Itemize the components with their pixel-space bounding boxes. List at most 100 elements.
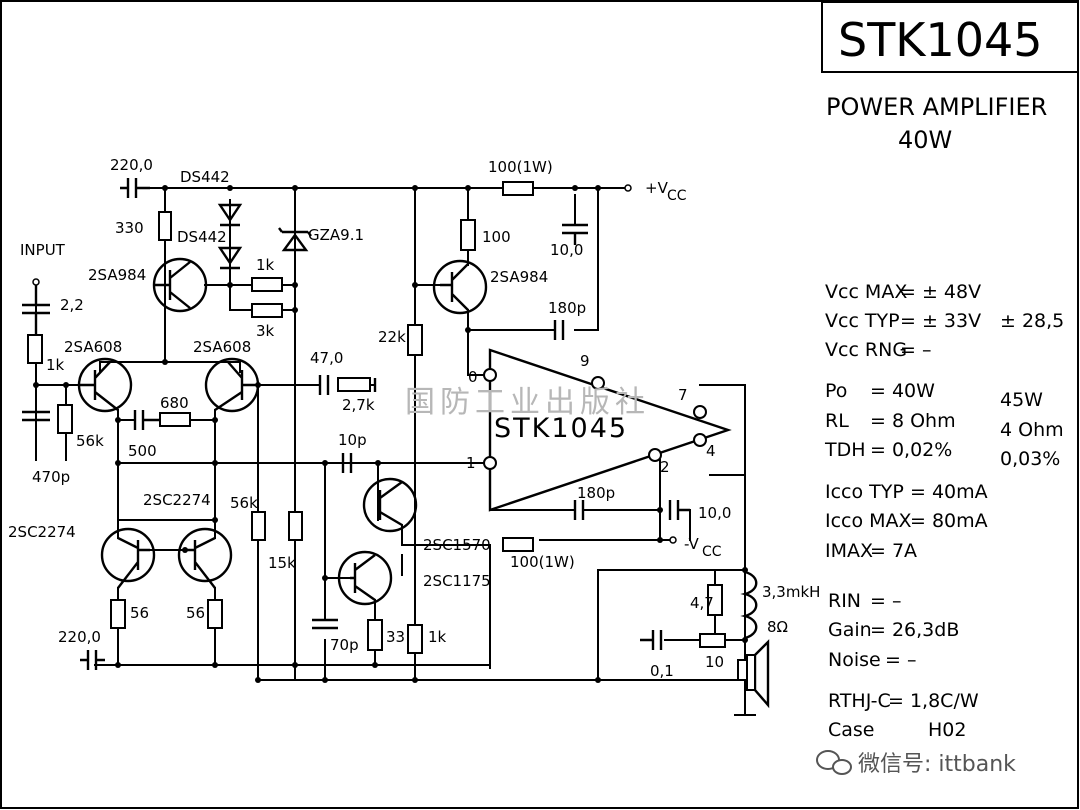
r-47-label: 4,7 — [690, 594, 714, 612]
vcc-neg-sub: CC — [702, 544, 722, 560]
vcc-neg-label: -V — [684, 535, 700, 553]
d1-label: DS442 — [180, 168, 230, 186]
speaker-coil — [746, 654, 756, 691]
r-56k-label: 56k — [76, 432, 104, 450]
stk1045-chip-body — [488, 348, 732, 512]
c-180p-bottom-label: 180p — [577, 484, 615, 502]
r-3k-label: 3k — [256, 322, 275, 340]
spec-vcc-rng: Vcc RNG — [825, 339, 907, 361]
transistor-2sa608-right — [204, 357, 260, 413]
spec-icco-typ-value: = 40mA — [910, 481, 988, 503]
c-180p-top-label: 180p — [548, 299, 586, 317]
spec-case: Case — [828, 719, 875, 741]
q-2sa984-left-label: 2SA984 — [88, 266, 146, 284]
l-33mkh-label: 3,3mkH — [762, 583, 820, 601]
spec-tdh: TDH — [824, 439, 866, 461]
spec-imax: IMAX — [825, 540, 873, 562]
r-1k-mid-label: 1k — [256, 256, 275, 274]
spec-icco-max-value: = 80mA — [910, 510, 988, 532]
pin-9-label: 9 — [580, 352, 590, 370]
spec-vcc-typ: Vcc TYP — [825, 310, 900, 332]
subtitle-line2: 40W — [898, 126, 952, 154]
r-27k-label: 2,7k — [342, 396, 375, 414]
pin-0-label: 0 — [468, 368, 478, 386]
r-100-label: 100 — [482, 228, 511, 246]
wechat-icon-small — [832, 759, 852, 775]
q-2sc2274-left-label: 2SC2274 — [8, 523, 76, 541]
r-330-label: 330 — [115, 219, 144, 237]
wechat-label: 微信号: ittbank — [858, 752, 1016, 777]
spec-vcc-max-value: = ± 48V — [900, 281, 981, 303]
transistor-2sa984-left — [152, 257, 208, 313]
c-220-bottom-label: 220,0 — [58, 628, 101, 646]
spec-tdh-value: = 0,02% — [870, 439, 952, 461]
inductor-3-3mkh — [740, 570, 758, 640]
r-56k-lower-label: 56k — [230, 494, 258, 512]
vcc-pos-terminal — [624, 184, 632, 192]
spec-po-alt: 45W — [1000, 389, 1043, 411]
input-terminal — [32, 278, 40, 286]
d2-label: DS442 — [177, 228, 227, 246]
r-10-label: 10 — [705, 653, 724, 671]
spec-vcc-typ-alt: ± 28,5 — [1000, 310, 1064, 332]
spec-vcc-max: Vcc MAX — [825, 281, 907, 303]
transistor-2sc2274-left — [100, 527, 156, 589]
spec-vcc-typ-value: = ± 33V — [900, 310, 981, 332]
component-labels: INPUT 2,2 1k 56k 470p 220,0 330 DS442 DS… — [8, 156, 820, 680]
pin-7-label: 7 — [678, 386, 688, 404]
spec-icco-typ: Icco TYP — [825, 481, 904, 503]
spec-rl-alt: 4 Ohm — [1000, 419, 1064, 441]
chip-label: STK1045 — [494, 413, 628, 444]
r-15k-label: 15k — [268, 554, 296, 572]
vcc-pos-label: +V — [645, 179, 669, 197]
c-10-right-label: 10,0 — [698, 504, 731, 522]
speaker-8ohm — [753, 639, 770, 709]
q-2sc1570-label: 2SC1570 — [423, 536, 491, 554]
spec-case-value: H02 — [928, 719, 966, 741]
r-33-label: 33 — [386, 628, 405, 646]
spec-list: Vcc MAX = ± 48V Vcc TYP = ± 33V ± 28,5 V… — [824, 281, 1064, 741]
spk-label: 8Ω — [767, 618, 788, 636]
r-56-right-label: 56 — [186, 604, 205, 622]
vcc-pos-sub: CC — [667, 188, 687, 204]
transistor-2sa984-right — [432, 259, 488, 315]
r-1k-low-label: 1k — [428, 628, 447, 646]
spec-rin: RIN — [828, 590, 861, 612]
transistor-2sc1570 — [362, 477, 418, 533]
spec-po-value: = 40W — [870, 380, 935, 402]
c-01-label: 0,1 — [650, 662, 674, 680]
spec-po: Po — [825, 380, 847, 402]
r-100-1w-top-label: 100(1W) — [488, 158, 553, 176]
wechat-badge: 微信号: ittbank — [816, 750, 1016, 777]
spec-icco-max: Icco MAX — [825, 510, 912, 532]
transistor-2sc2274-right — [177, 527, 233, 589]
q-2sa984-right-label: 2SA984 — [490, 268, 548, 286]
r-100-1w-low-label: 100(1W) — [510, 553, 575, 571]
diodes — [217, 203, 312, 270]
c-470p-label: 470p — [32, 468, 70, 486]
input-label: INPUT — [20, 241, 66, 259]
spec-noise-value: = – — [885, 649, 916, 671]
zener-label: GZA9.1 — [308, 226, 364, 244]
title-box — [821, 1, 1079, 73]
c-in-label: 2,2 — [60, 296, 84, 314]
pin-2 — [648, 448, 662, 462]
spec-rin-value: = – — [870, 590, 901, 612]
q-2sa608-left-label: 2SA608 — [64, 338, 122, 356]
pin-1-label: 1 — [466, 454, 476, 472]
c-47-label: 47,0 — [310, 349, 343, 367]
c-220-top-label: 220,0 — [110, 156, 153, 174]
title: STK1045 — [838, 13, 1043, 67]
subtitle-line1: POWER AMPLIFIER — [826, 93, 1047, 121]
pin-9 — [591, 376, 605, 390]
pin-4 — [693, 433, 707, 447]
transistor-2sa608-left — [77, 357, 133, 413]
spec-gain: Gain — [828, 619, 872, 641]
c-680-label: 680 — [160, 394, 189, 412]
spec-noise: Noise — [828, 649, 881, 671]
spec-rthj: RTHJ-C — [828, 690, 891, 712]
r-22k-label: 22k — [378, 328, 406, 346]
vcc-neg-terminal — [669, 536, 677, 544]
